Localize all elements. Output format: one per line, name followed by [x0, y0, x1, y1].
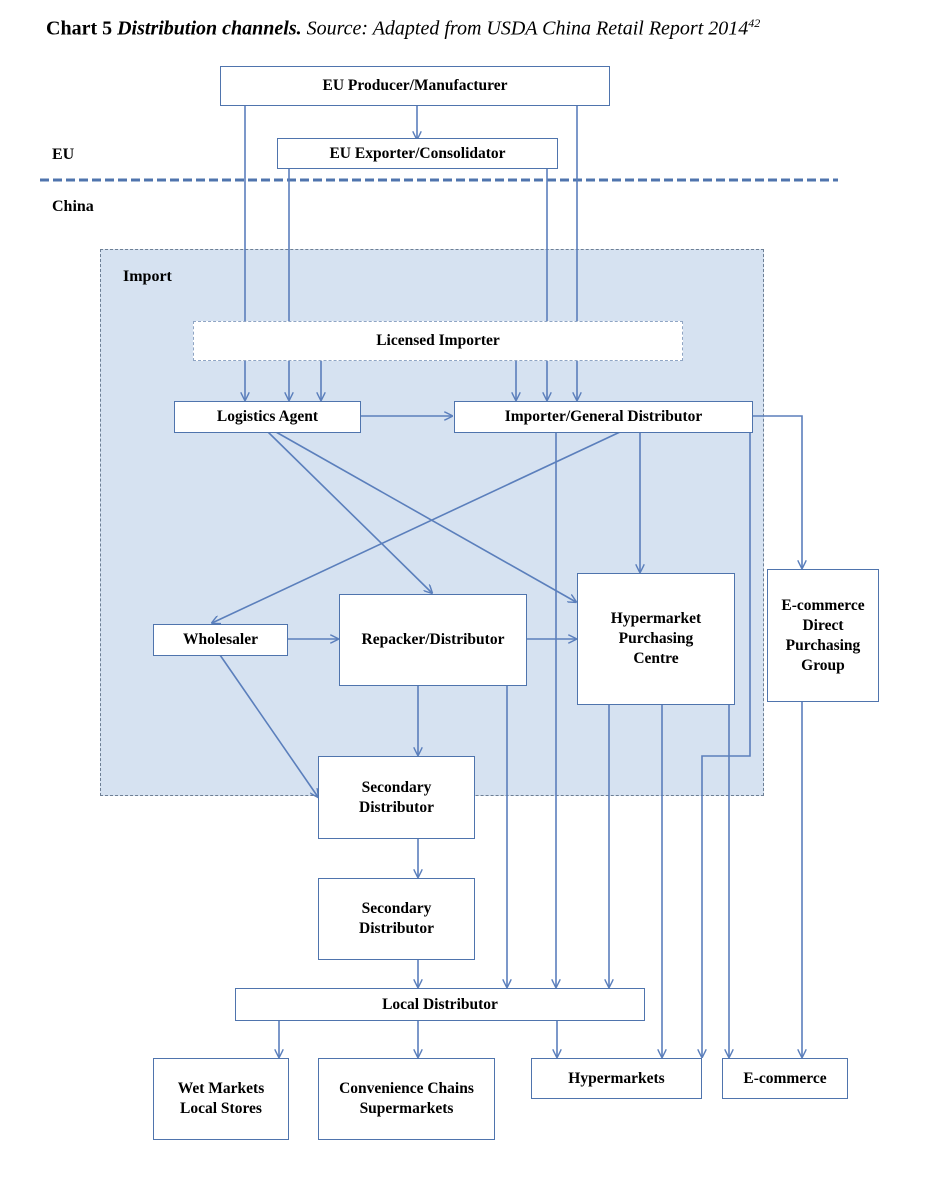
arrow-logistics-repacker [267, 431, 432, 593]
caption-title: Distribution channels. [117, 17, 302, 40]
node-hypermarkets: Hypermarkets [531, 1058, 702, 1099]
node-ecommerce-direct-purchasing-group: E-commerce Direct Purchasing Group [767, 569, 879, 702]
arrow-logistics-hypermarket-centre [275, 431, 576, 602]
node-ecommerce: E-commerce [722, 1058, 848, 1099]
node-eu-producer: EU Producer/Manufacturer [220, 66, 610, 106]
node-wholesaler: Wholesaler [153, 624, 288, 656]
node-local-distributor: Local Distributor [235, 988, 645, 1021]
chart-caption: Chart 5 Distribution channels. Source: A… [46, 16, 760, 41]
node-convenience-chains-supermarkets: Convenience Chains Supermarkets [318, 1058, 495, 1140]
node-wet-markets-local-stores: Wet Markets Local Stores [153, 1058, 289, 1140]
region-import-label: Import [123, 268, 172, 285]
node-licensed-importer: Licensed Importer [193, 321, 683, 361]
node-repacker-distributor: Repacker/Distributor [339, 594, 527, 686]
region-eu-label: EU [52, 146, 75, 163]
region-china-label: China [52, 198, 94, 215]
caption-source: Source: Adapted from USDA China Retail R… [306, 17, 749, 40]
node-logistics-agent: Logistics Agent [174, 401, 361, 433]
node-secondary-distributor-1: Secondary Distributor [318, 756, 475, 839]
arrow-importer-wholesaler [212, 431, 621, 623]
arrow-importer-hypermarkets [702, 432, 751, 1057]
node-hypermarket-purchasing-centre: Hypermarket Purchasing Centre [577, 573, 735, 705]
node-secondary-distributor-2: Secondary Distributor [318, 878, 475, 960]
arrow-importer-ecommerce-group [752, 415, 802, 568]
node-eu-exporter: EU Exporter/Consolidator [277, 138, 558, 169]
caption-label: Chart 5 [46, 17, 113, 40]
node-importer-general-distributor: Importer/General Distributor [454, 401, 753, 433]
caption-footnote: 42 [748, 16, 761, 30]
arrow-wholesaler-secondary [219, 654, 318, 797]
